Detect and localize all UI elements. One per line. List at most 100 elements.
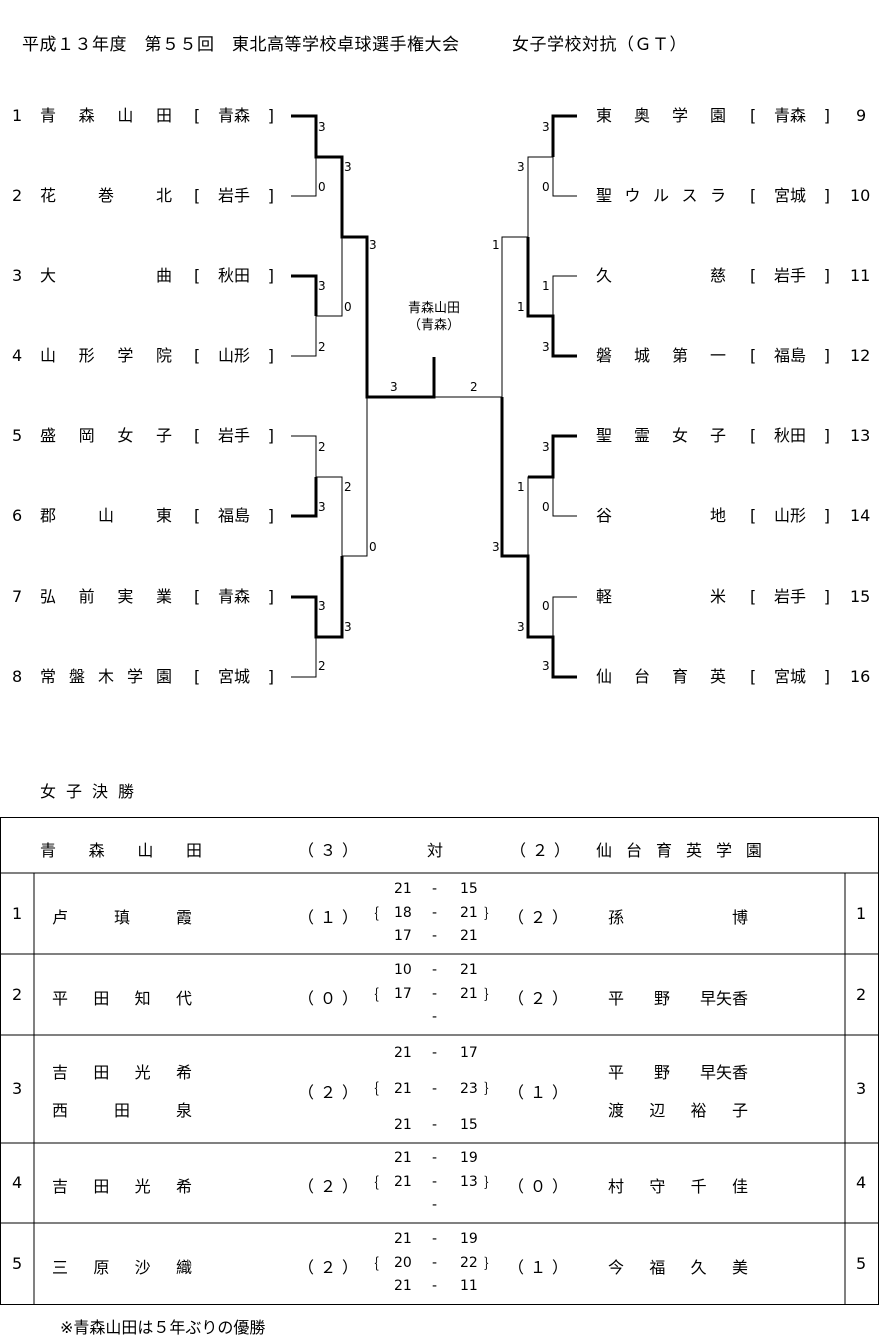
match-player-b-char: 早矢香 <box>699 1063 748 1082</box>
final-team-b-char: 仙 <box>596 841 613 860</box>
left-team-name-char: 巻 <box>97 186 114 205</box>
game-dash: - <box>432 1117 438 1133</box>
right-team-no: 12 <box>850 346 871 365</box>
match-a-score: （０） <box>298 988 365 1008</box>
right-team-name-char: 城 <box>633 346 650 365</box>
bracket-close: ] <box>267 346 274 365</box>
right-team-name-char: 子 <box>709 426 726 445</box>
right-team-name-char: 地 <box>709 506 726 525</box>
bracket-close: ] <box>823 186 830 205</box>
match-player-b2-char: 裕 <box>690 1101 707 1120</box>
bracket-open: [ <box>194 426 201 445</box>
right-team-name-char: 聖 <box>596 186 613 205</box>
bracket-lines <box>291 114 577 679</box>
game-dash: - <box>432 927 438 944</box>
right-team-name-char: 東 <box>596 106 613 125</box>
match-player-a: 吉田光希 <box>52 1173 192 1197</box>
score-final-right: 2 <box>470 380 478 394</box>
match-b-score: （２） <box>508 988 575 1008</box>
left-team-no: 7 <box>12 587 23 606</box>
final-team-b-char: 学 <box>715 841 732 860</box>
match-player-a-char: 光 <box>134 1063 151 1082</box>
left-team-name-char: 北 <box>155 186 172 205</box>
left-team-no: 3 <box>12 266 23 285</box>
pref-text: 秋田 <box>773 426 806 445</box>
left-team-no: 8 <box>12 667 23 686</box>
brace-close: ｝ <box>484 906 498 923</box>
left-team-name-char: 女 <box>117 426 134 445</box>
left-team-pref: [岩手] <box>194 425 274 447</box>
match-b-score: （２） <box>508 907 575 927</box>
bracket-open: [ <box>750 506 757 525</box>
game-score-a: 21 <box>394 1117 412 1133</box>
match-no: 2 <box>12 984 23 1004</box>
match-player-b-char: 孫 <box>608 907 625 927</box>
right-team-name-char: ル <box>652 186 669 205</box>
bracket-open: [ <box>194 266 201 285</box>
match-no: 4 <box>12 1173 23 1192</box>
game-dash: - <box>432 1150 438 1166</box>
left-team-name: 盛岡女子 <box>40 425 172 447</box>
left-team-name-char: 学 <box>126 667 143 686</box>
left-team-name-char: 盤 <box>68 667 85 686</box>
game-score-a: 21 <box>394 1150 412 1166</box>
right-team-name: 東奥学園 <box>596 105 726 127</box>
final-team-b: 仙台育英学園 <box>596 837 762 861</box>
match-player-b-char: 千 <box>690 1177 707 1196</box>
game-dash: - <box>432 1231 438 1247</box>
final-team-a-char: 森 <box>88 841 105 860</box>
score-right-r1: 0 <box>542 180 550 194</box>
bracket-open: [ <box>750 266 757 285</box>
right-team-name-char: 谷 <box>596 506 613 525</box>
match-b-score: （１） <box>508 1258 575 1277</box>
champion-label: 青森山田 （青森） <box>394 300 474 334</box>
match-b-score: （１） <box>508 1083 575 1102</box>
score-right-r3: 1 <box>492 238 500 252</box>
right-team-name-char: 学 <box>671 106 688 125</box>
left-team-name-char: 山 <box>117 106 134 125</box>
score-right-r3: 3 <box>492 540 500 554</box>
game-dash: - <box>432 904 438 921</box>
bracket-open: [ <box>750 587 757 606</box>
game-score-a: 21 <box>394 1278 412 1294</box>
final-note: ※青森山田は５年ぶりの優勝 <box>60 1318 266 1337</box>
match-player-a-char: 田 <box>93 1177 110 1196</box>
left-team-name-char: 山 <box>40 346 57 365</box>
game-dash: - <box>432 961 438 978</box>
score-right-r1: 0 <box>542 599 550 613</box>
game-score-a: 10 <box>394 961 412 978</box>
right-team-name-char: 一 <box>709 346 726 365</box>
game-dash: - <box>432 1278 438 1294</box>
match-player-a: 吉田光希 <box>52 1059 192 1083</box>
match-player-b-char: 守 <box>649 1177 666 1196</box>
right-team-name-char: 英 <box>709 667 726 686</box>
right-team-name-char: 米 <box>709 587 726 606</box>
match-player-a-char: 三 <box>52 1258 69 1277</box>
game-score-b: 21 <box>460 904 478 921</box>
match-player-b: 村守千佳 <box>608 1173 748 1197</box>
game-score-b: 21 <box>460 961 478 978</box>
left-team-name-char: 木 <box>97 667 114 686</box>
pref-text: 宮城 <box>773 186 806 205</box>
pref-text: 岩手 <box>773 266 806 285</box>
match-player-a-char: 原 <box>93 1258 110 1277</box>
game-score-b: 17 <box>460 1045 478 1061</box>
final-team-a-char: 青 <box>40 841 57 860</box>
match-player-b-char: 美 <box>731 1258 748 1277</box>
bracket-open: [ <box>194 186 201 205</box>
bracket-close: ] <box>267 186 274 205</box>
left-team-name-char: 院 <box>155 346 172 365</box>
right-team-name-char: 磐 <box>596 346 613 365</box>
bracket-close: ] <box>823 346 830 365</box>
left-team-name-char: 弘 <box>40 587 57 606</box>
right-team-name-char: 育 <box>671 667 688 686</box>
left-team-pref: [山形] <box>194 345 274 367</box>
match-player-a-char: 田 <box>93 1063 110 1082</box>
game-score-a: 20 <box>394 1255 412 1271</box>
match-no-right: 1 <box>856 903 867 923</box>
match-player-a-char: 光 <box>134 1177 151 1196</box>
left-team-name-char: 子 <box>155 426 172 445</box>
right-team-no: 15 <box>850 587 871 606</box>
score-right-r1: 0 <box>542 500 550 514</box>
score-right-r1: 1 <box>542 279 550 293</box>
